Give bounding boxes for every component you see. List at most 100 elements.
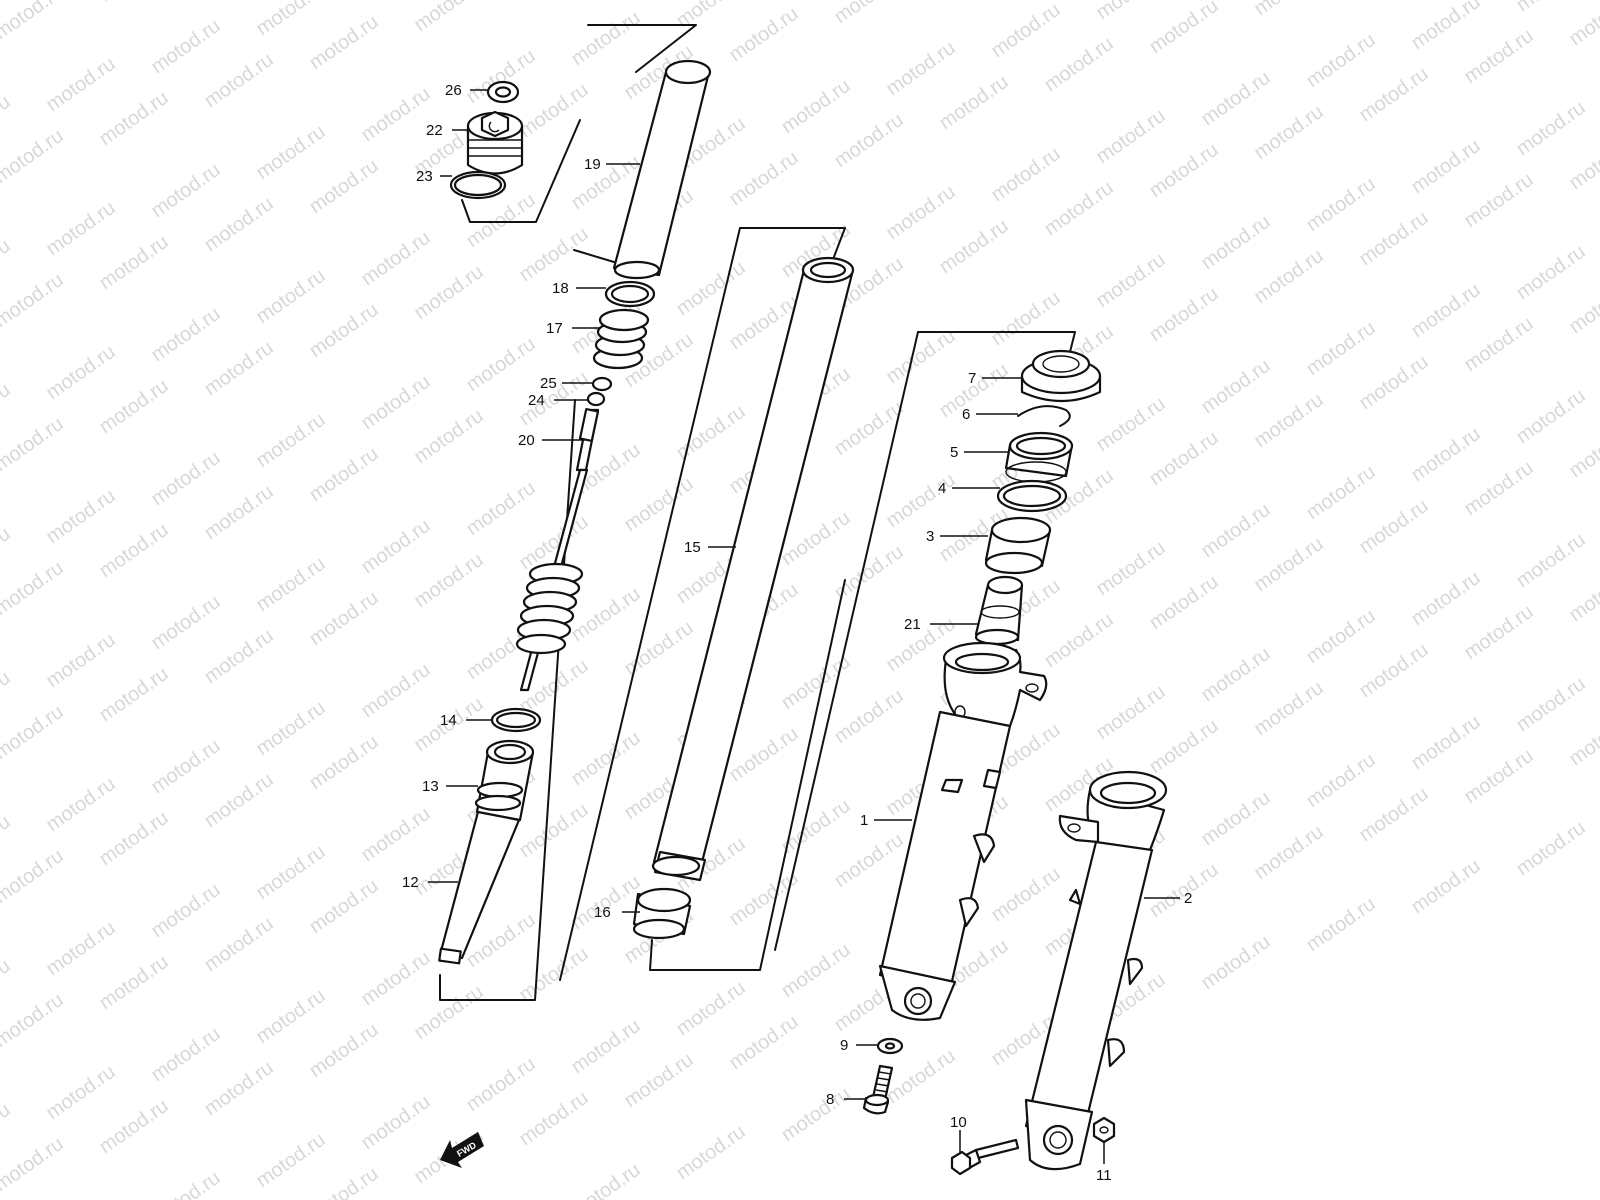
watermark-text: motod.ru (1145, 283, 1222, 346)
watermark-text: motod.ru (462, 333, 539, 396)
watermark-text: motod.ru (1092, 393, 1169, 456)
callout-24: 24 (528, 392, 545, 409)
watermark-text: motod.ru (1197, 67, 1274, 130)
watermark-text: motod.ru (0, 811, 15, 874)
watermark-text: motod.ru (1145, 427, 1222, 490)
watermark-text: motod.ru (1092, 681, 1169, 744)
watermark-text: motod.ru (672, 257, 749, 320)
callout-13: 13 (422, 778, 439, 795)
watermark-text: motod.ru (252, 409, 329, 472)
watermark-text: motod.ru (0, 269, 68, 332)
watermark-text: motod.ru (252, 1129, 329, 1192)
watermark-text: motod.ru (305, 1163, 382, 1200)
part-18-washer (604, 280, 656, 308)
watermark-text: motod.ru (0, 701, 68, 764)
callout-14: 14 (440, 712, 457, 729)
part-16-bushing (632, 887, 692, 940)
watermark-text: motod.ru (1040, 609, 1117, 672)
watermark-text: motod.ru (357, 371, 434, 434)
watermark-text: motod.ru (882, 469, 959, 532)
watermark-text: motod.ru (95, 519, 172, 582)
part-12-cylinder (438, 810, 521, 965)
watermark-text: motod.ru (1250, 389, 1327, 452)
callout-23: 23 (416, 168, 433, 185)
watermark-text: motod.ru (357, 659, 434, 722)
watermark-text: motod.ru (830, 109, 907, 172)
watermark-text: motod.ru (1250, 677, 1327, 740)
watermark-text: motod.ru (567, 7, 644, 70)
watermark-text: motod.ru (1355, 351, 1432, 414)
watermark-text: motod.ru (515, 1087, 592, 1150)
watermark-text: motod.ru (1302, 29, 1379, 92)
part-20-rebound-spring (515, 562, 584, 655)
watermark-text: motod.ru (252, 265, 329, 328)
watermark-text: motod.ru (1302, 317, 1379, 380)
watermark-text: motod.ru (725, 3, 802, 66)
watermark-text: motod.ru (357, 803, 434, 866)
watermark-text: motod.ru (1565, 419, 1600, 482)
watermark-text: motod.ru (1197, 355, 1274, 418)
watermark-text: motod.ru (725, 1011, 802, 1074)
watermark-text: motod.ru (1197, 787, 1274, 850)
watermark-text: motod.ru (1512, 97, 1589, 160)
watermark-text: motod.ru (672, 1121, 749, 1184)
watermark-text: motod.ru (410, 981, 487, 1044)
watermark-text: motod.ru (1407, 423, 1484, 486)
watermark-text: motod.ru (95, 1095, 172, 1158)
callout-12: 12 (402, 874, 419, 891)
callout-5: 5 (950, 444, 958, 461)
watermark-text: motod.ru (357, 83, 434, 146)
part-22-cap-bolt (466, 110, 524, 175)
watermark-text: motod.ru (1302, 749, 1379, 812)
watermark-text: motod.ru (1460, 25, 1537, 88)
watermark-text: motod.ru (200, 337, 277, 400)
watermark-text: motod.ru (1302, 893, 1379, 956)
watermark-text: motod.ru (1355, 495, 1432, 558)
watermark-text: motod.ru (1355, 639, 1432, 702)
watermark-text: motod.ru (830, 829, 907, 892)
callout-7: 7 (968, 370, 976, 387)
watermark-text: motod.ru (1250, 245, 1327, 308)
watermark-text: motod.ru (1092, 249, 1169, 312)
watermark-text: motod.ru (252, 0, 329, 40)
watermark-text: motod.ru (1460, 745, 1537, 808)
watermark-text: motod.ru (1250, 533, 1327, 596)
part-3-bushing (984, 516, 1052, 575)
watermark-text: motod.ru (95, 0, 172, 6)
watermark-text: motod.ru (305, 1019, 382, 1082)
watermark-text: motod.ru (1355, 63, 1432, 126)
callout-10: 10 (950, 1114, 967, 1131)
watermark-text: motod.ru (1565, 275, 1600, 338)
watermark-text: motod.ru (1355, 207, 1432, 270)
watermark-text: motod.ru (0, 989, 68, 1052)
watermark-text: motod.ru (1407, 711, 1484, 774)
watermark-text: motod.ru (0, 1133, 68, 1196)
watermark-text: motod.ru (882, 1045, 959, 1108)
part-1-outer-tube (878, 641, 1048, 1021)
watermark-text: motod.ru (305, 875, 382, 938)
watermark-text: motod.ru (1512, 0, 1589, 16)
watermark-text: motod.ru (882, 325, 959, 388)
watermark-text: motod.ru (1512, 673, 1589, 736)
watermark-text: motod.ru (410, 261, 487, 324)
watermark-text: motod.ru (1565, 707, 1600, 770)
watermark-text: motod.ru (1250, 821, 1327, 884)
watermark-text: motod.ru (147, 447, 224, 510)
watermark-text: motod.ru (305, 443, 382, 506)
watermark-text: motod.ru (987, 143, 1064, 206)
watermark-text: motod.ru (42, 197, 119, 260)
watermark-text: motod.ru (147, 735, 224, 798)
callout-25: 25 (540, 375, 557, 392)
group-bracket-middle (559, 227, 846, 981)
watermark-text: motod.ru (42, 341, 119, 404)
watermark-text: motod.ru (95, 807, 172, 870)
watermark-text: motod.ru (1145, 139, 1222, 202)
watermark-text: motod.ru (1512, 241, 1589, 304)
watermark-text: motod.ru (1040, 33, 1117, 96)
watermark-text: motod.ru (200, 625, 277, 688)
watermark-text: motod.ru (200, 49, 277, 112)
watermark-text: motod.ru (725, 147, 802, 210)
part-9-washer (876, 1037, 904, 1055)
watermark-text: motod.ru (147, 15, 224, 78)
watermark-text: motod.ru (95, 951, 172, 1014)
